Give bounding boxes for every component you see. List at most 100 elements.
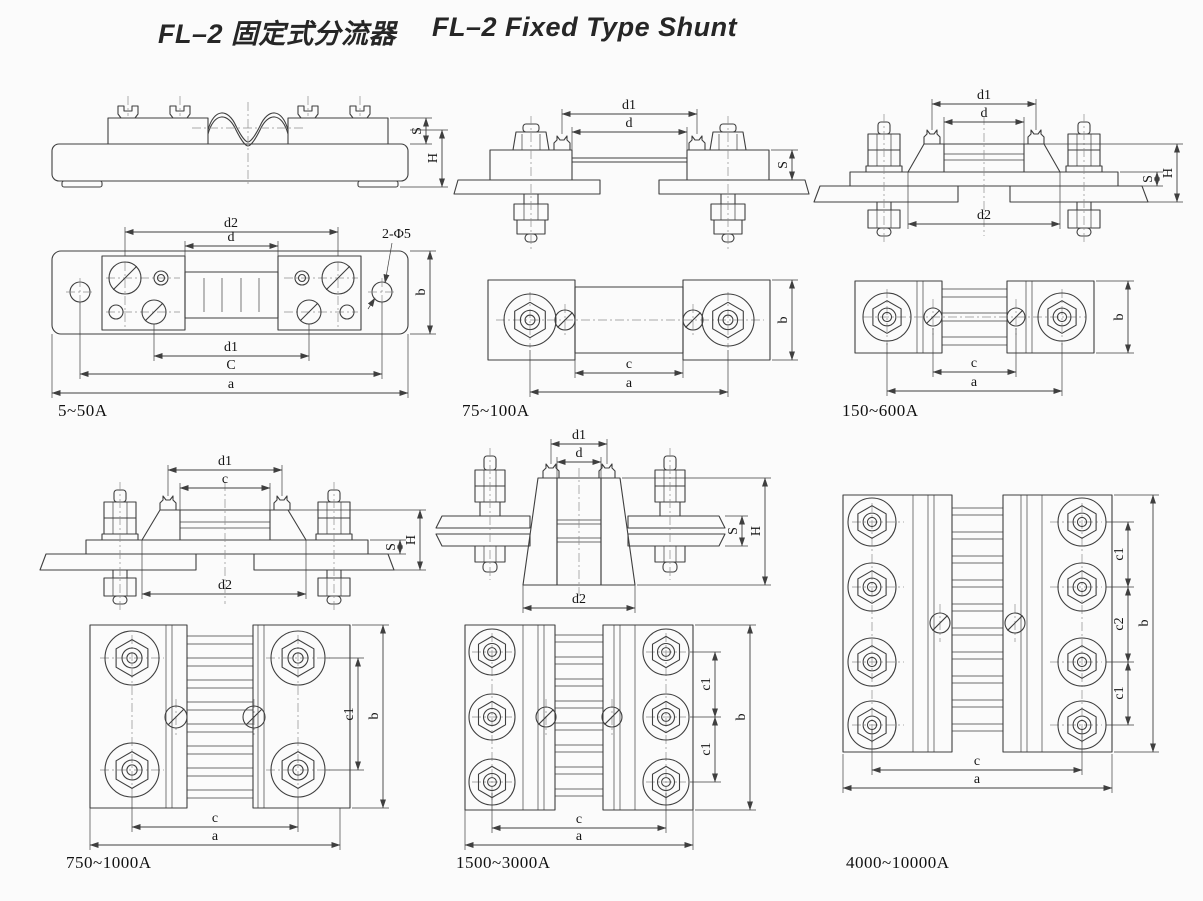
drawing-5-50a: S H — [51, 96, 448, 398]
side-view: d1 d S — [453, 98, 810, 250]
dim-label-d2: d2 — [218, 578, 232, 593]
dim-d1: d1 — [561, 98, 698, 134]
dim-label-S: S — [776, 161, 791, 169]
dim-d: d — [184, 230, 279, 272]
potential-screw — [242, 705, 266, 729]
dim-label-d: d — [626, 116, 633, 131]
dim-c: c — [871, 730, 1083, 775]
dim-label-S: S — [1141, 175, 1156, 183]
dim-c1-lower: c1 — [1106, 661, 1134, 726]
dim-d2: d2 — [522, 585, 636, 613]
dim-label-H: H — [749, 526, 764, 536]
dim-label-d1: d1 — [572, 428, 586, 443]
strip-ticks — [203, 278, 260, 312]
terminal-block — [1002, 494, 1113, 753]
thumb-screw — [169, 105, 191, 119]
dim-a: a — [51, 334, 409, 398]
dim-b: b — [410, 250, 436, 335]
dim-b: b — [695, 624, 756, 811]
current-screw — [108, 261, 142, 295]
range-label-150-600a: 150~600A — [842, 401, 919, 420]
terminal-block — [252, 624, 351, 809]
foot — [357, 180, 399, 188]
dim-c: c — [574, 353, 684, 378]
potential-screw — [273, 495, 291, 511]
dim-a: a — [886, 343, 1063, 396]
dim-label-b: b — [776, 317, 791, 324]
dim-label-c: c — [971, 356, 977, 371]
block-edge-lines — [912, 495, 1043, 752]
foot — [61, 180, 103, 188]
bolt-head — [512, 131, 550, 151]
dim-H: H — [622, 477, 771, 586]
lug-bar — [658, 179, 810, 195]
dim-label-a: a — [576, 829, 583, 844]
dim-label-b: b — [414, 289, 429, 296]
dim-label-d: d — [981, 106, 988, 121]
hex-bolt — [468, 693, 516, 741]
terminal-block — [107, 117, 209, 145]
potential-screw — [929, 612, 951, 634]
lug-bar — [627, 533, 726, 547]
dim-label-d: d — [576, 446, 583, 461]
terminal-block — [287, 117, 389, 145]
dim-S: S — [1120, 171, 1163, 187]
drawing-4000-10000a: c1 c2 c1 b c — [842, 494, 1159, 793]
dim-a: a — [842, 754, 1113, 793]
hex-bolt — [1037, 292, 1087, 342]
dim-label-a: a — [974, 772, 981, 787]
hex-bolt — [701, 293, 755, 347]
side-view: d1 d d2 S H — [435, 428, 771, 613]
dim-S: S — [725, 515, 748, 547]
block-edge-lines — [165, 625, 265, 808]
thumb-screw — [117, 105, 139, 119]
dim-S: S — [390, 117, 432, 145]
front-view: c1 c1 b c a — [464, 624, 756, 850]
lug-bar — [39, 553, 197, 571]
dim-c: c — [491, 793, 667, 833]
thumb-screw — [297, 105, 319, 119]
title-english: FL–2 Fixed Type Shunt — [432, 12, 738, 42]
top-view: d2 d 2-Φ5 b d1 — [51, 216, 436, 398]
drawing-150-600a: d1 d d2 S H — [813, 88, 1183, 396]
potential-screw — [1027, 129, 1045, 145]
dim-label-a: a — [626, 376, 633, 391]
potential-screw — [542, 463, 560, 479]
dim-C: C — [79, 302, 383, 379]
dim-label-a: a — [971, 375, 978, 390]
dim-label-c2: c2 — [1112, 617, 1127, 630]
hex-bolt — [503, 293, 557, 347]
current-screw — [321, 261, 355, 295]
dim-c: c — [131, 797, 299, 832]
hex-bolt — [847, 637, 897, 687]
potential-screw — [159, 495, 177, 511]
dim-label-d1: d1 — [977, 88, 991, 103]
dim-label-H: H — [1161, 168, 1176, 178]
dim-d1: d1 — [931, 88, 1037, 130]
dim-label-a: a — [212, 829, 219, 844]
range-label-75-100a: 75~100A — [462, 401, 530, 420]
bolt-head — [709, 131, 747, 151]
dim-b: b — [772, 279, 798, 361]
dim-label-a: a — [228, 377, 235, 392]
dim-label-d1: d1 — [224, 340, 238, 355]
dim-label-S: S — [726, 527, 741, 535]
dim-c1: c1 — [326, 657, 364, 771]
dim-label-c1: c1 — [699, 742, 714, 755]
range-label-1500-3000a: 1500~3000A — [456, 853, 551, 872]
dim-label-d2: d2 — [224, 216, 238, 231]
hole-callout: 2-Φ5 — [367, 227, 411, 310]
hex-bolt — [642, 693, 690, 741]
dim-label-S: S — [384, 543, 399, 551]
dim-label-c: c — [576, 812, 582, 827]
lug-bar — [1009, 185, 1149, 203]
potential-screw — [688, 135, 706, 151]
manganin-strips — [187, 635, 253, 799]
potential-screw — [1004, 612, 1026, 634]
potential-screw — [164, 705, 188, 729]
dim-label-b: b — [1137, 620, 1152, 627]
hex-bolt — [1057, 562, 1107, 612]
hex-bolt — [862, 292, 912, 342]
lug-bar — [813, 185, 959, 203]
